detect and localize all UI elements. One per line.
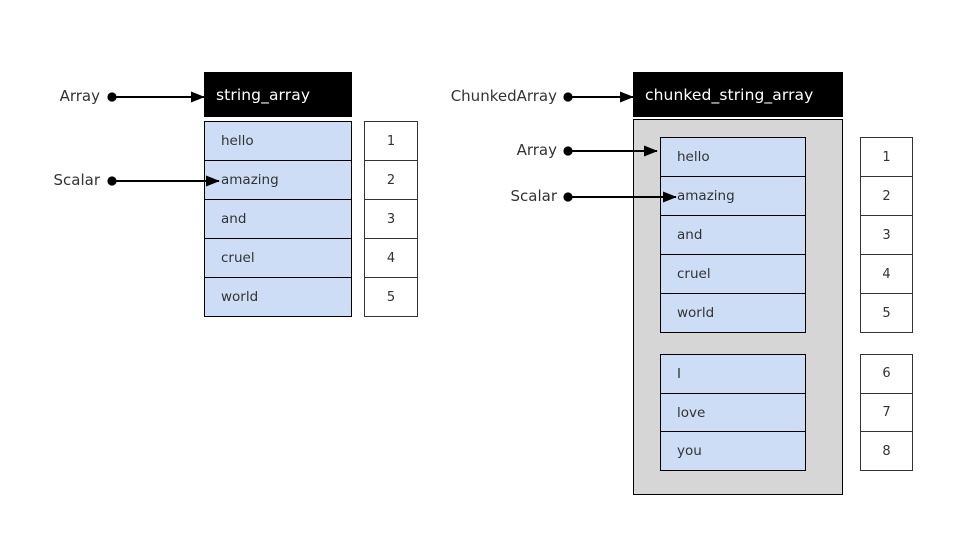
array-index-cell: 2 [365,161,417,200]
chunk-1-value-table: I love you [660,354,806,471]
chunkedarray-header-chunked-string-array: chunked_string_array [633,72,843,117]
annotation-label-array-left: Array [59,87,100,105]
chunk-1-cell: love [661,393,805,433]
chunk-1-index-table: 6 7 8 [860,354,913,471]
array-index-table: 1 2 3 4 5 [364,121,418,317]
chunkedarray-header-label: chunked_string_array [645,85,814,104]
annotation-label-array-right: Array [516,141,557,159]
chunk-0-cell: world [661,294,805,332]
chunk-1-cell: you [661,432,805,471]
array-cell: amazing [205,161,351,200]
array-cell: world [205,278,351,316]
array-value-table: hello amazing and cruel world [204,121,352,317]
array-index-cell: 3 [365,200,417,239]
array-index-cell: 4 [365,239,417,278]
array-header-string-array: string_array [204,72,352,117]
chunk-1-index-cell: 6 [861,355,912,394]
array-index-cell: 1 [365,122,417,161]
connector-chunkedarray-to-header [563,91,634,103]
chunk-0-index-table: 1 2 3 4 5 [860,137,913,333]
array-cell: hello [205,122,351,161]
chunk-0-index-cell: 1 [861,138,912,177]
chunk-0-index-cell: 2 [861,177,912,216]
annotation-label-chunkedarray-right: ChunkedArray [450,87,557,105]
array-header-label: string_array [216,85,311,104]
chunk-1-index-cell: 7 [861,393,912,433]
chunk-0-cell: hello [661,138,805,177]
array-index-cell: 5 [365,278,417,316]
annotation-label-scalar-right: Scalar [510,187,558,205]
chunk-0-index-cell: 3 [861,216,912,255]
chunk-0-value-table: hello amazing and cruel world [660,137,806,333]
chunk-0-cell: cruel [661,255,805,294]
annotation-label-scalar-left: Scalar [53,171,101,189]
chunk-1-cell: I [661,355,805,394]
chunk-0-cell: amazing [661,177,805,216]
chunk-1-index-cell: 8 [861,432,912,471]
array-cell: and [205,200,351,239]
chunk-0-index-cell: 4 [861,255,912,294]
array-cell: cruel [205,239,351,278]
chunk-0-index-cell: 5 [861,294,912,332]
connector-array-to-string-array [107,91,205,103]
connector-scalar-to-amazing-left [107,175,220,187]
chunk-0-cell: and [661,216,805,255]
